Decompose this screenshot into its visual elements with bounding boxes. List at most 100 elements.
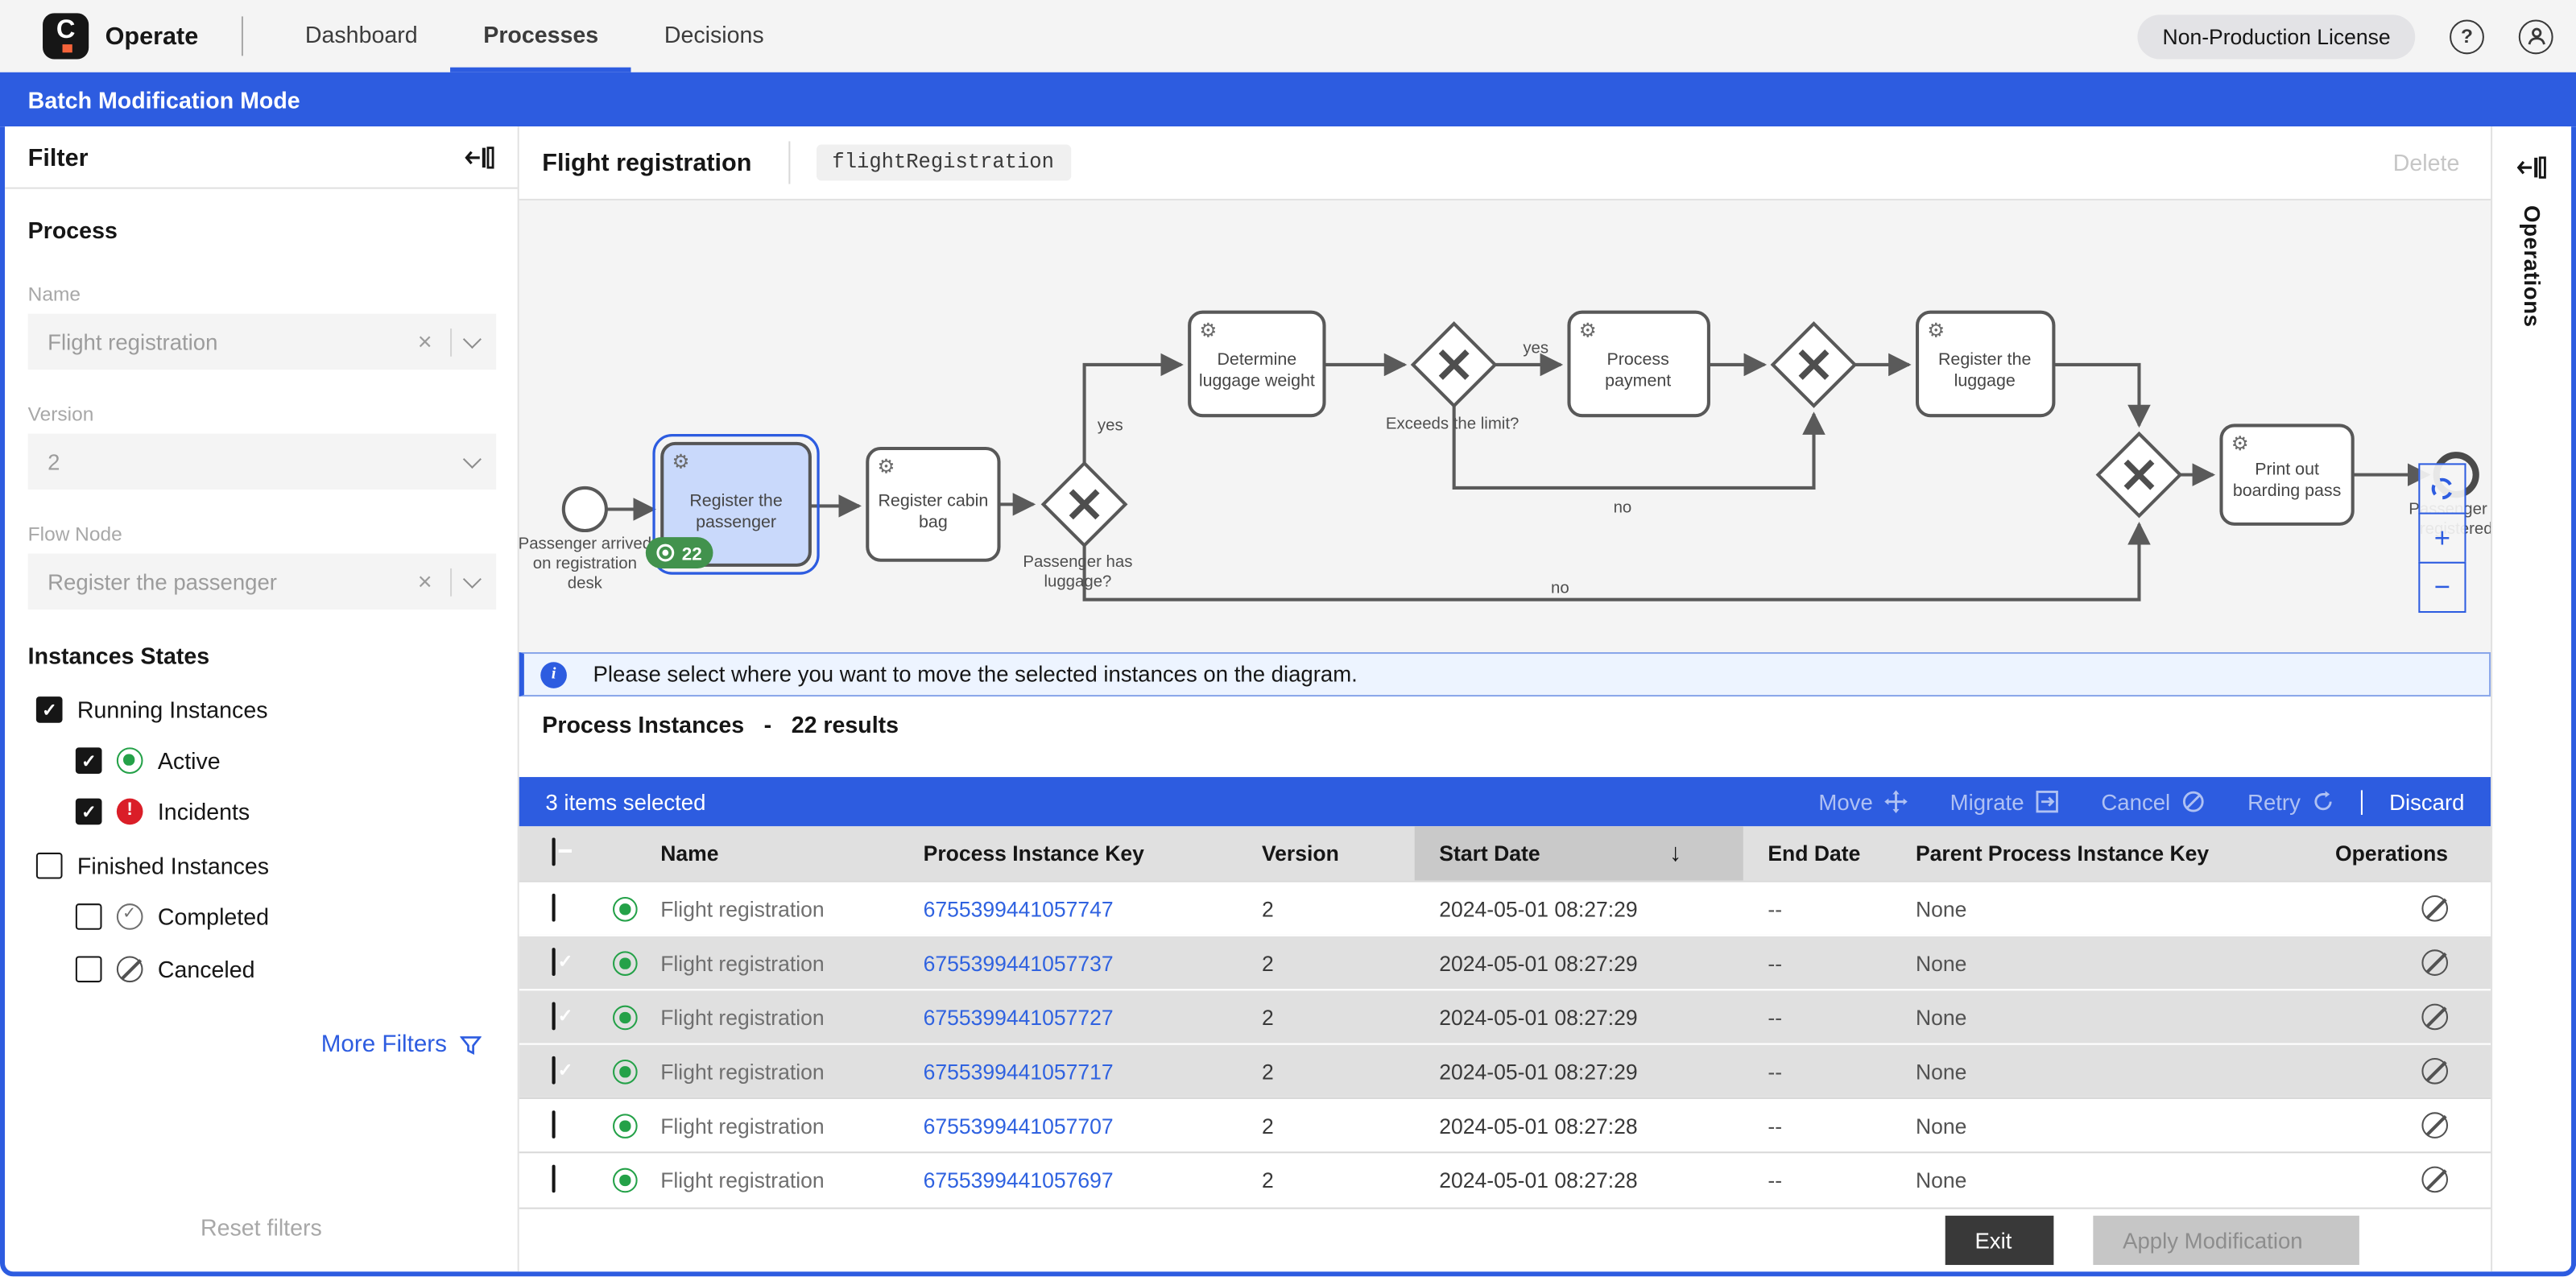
svg-text:boarding pass: boarding pass [2233, 481, 2341, 500]
svg-text:Register the: Register the [1938, 349, 2031, 369]
svg-text:payment: payment [1605, 370, 1671, 390]
clear-flow-node-icon[interactable]: × [417, 567, 432, 596]
active-row: Active [75, 744, 221, 777]
row-checkbox[interactable] [552, 948, 556, 976]
move-icon [1884, 790, 1908, 813]
bpmn-task-register-the-passenger[interactable]: ⚙ Register the passenger 22 [645, 434, 820, 575]
bpmn-gateway-merge-payment[interactable] [1770, 321, 1858, 408]
active-checkbox[interactable] [75, 747, 102, 774]
chevron-down-icon[interactable] [462, 569, 482, 589]
zoom-out-button[interactable]: − [2418, 561, 2466, 614]
sort-descending-icon[interactable]: ↓ [1668, 839, 1682, 868]
service-task-gear-icon: ⚙ [2231, 433, 2249, 455]
row-checkbox[interactable] [552, 893, 556, 922]
results-count: 22 results [791, 711, 899, 738]
process-instance-key-link[interactable]: 6755399441057727 [923, 1005, 1114, 1031]
completed-checkbox[interactable] [75, 903, 102, 930]
version-field-label: Version [27, 402, 94, 426]
user-icon[interactable] [2518, 19, 2553, 54]
select-all-checkbox[interactable] [552, 837, 556, 866]
incidents-checkbox[interactable] [75, 798, 102, 825]
reset-filters-button[interactable]: Reset filters [200, 1213, 322, 1241]
tab-decisions[interactable]: Decisions [664, 20, 764, 48]
bpmn-task-process-payment[interactable]: ⚙ Process payment [1567, 310, 1710, 418]
finished-instances-checkbox[interactable] [35, 852, 63, 879]
tab-dashboard[interactable]: Dashboard [304, 20, 418, 48]
move-action-button[interactable]: Move [1818, 789, 1908, 814]
operations-rail: Operations [2491, 126, 2572, 1272]
process-version-select[interactable]: 2 [27, 433, 497, 490]
service-task-gear-icon: ⚙ [1579, 320, 1597, 341]
help-icon[interactable]: ? [2450, 19, 2484, 54]
flow-label-yes: yes [1523, 340, 1548, 357]
process-instance-key-link[interactable]: 6755399441057747 [923, 897, 1114, 922]
column-parent-key: Parent Process Instance Key [1915, 841, 2210, 866]
discard-button[interactable]: Discard [2389, 789, 2465, 814]
flow-node-combobox[interactable]: Register the passenger × [27, 553, 497, 610]
bpmn-gateway-merge-final[interactable] [2095, 431, 2183, 519]
row-checkbox[interactable] [552, 1164, 556, 1193]
collapse-panel-icon[interactable] [465, 143, 494, 173]
chevron-down-icon[interactable] [462, 329, 482, 349]
instances-states-title: Instances States [27, 642, 210, 669]
process-instance-key-link[interactable]: 6755399441057717 [923, 1059, 1114, 1085]
clear-name-icon[interactable]: × [417, 328, 432, 356]
operation-ban-icon [2421, 1112, 2449, 1139]
bpmn-gateway-passenger-has-luggage[interactable]: Passenger has luggage? [1023, 461, 1132, 590]
bpmn-task-register-cabin-bag[interactable]: ⚙ Register cabin bag [866, 446, 1001, 562]
exit-button[interactable]: Exit [1945, 1215, 2054, 1266]
chevron-down-icon[interactable] [462, 449, 482, 469]
process-instances-heading: Process Instances - 22 results [542, 711, 899, 738]
operations-rail-label[interactable]: Operations [2519, 205, 2545, 328]
expand-panel-icon[interactable] [2516, 153, 2547, 183]
bpmn-task-register-the-luggage[interactable]: ⚙ Register the luggage [1915, 310, 2056, 418]
incidents-row: Incidents [75, 796, 250, 829]
tab-processes[interactable]: Processes [450, 0, 632, 72]
cancel-action-button[interactable]: Cancel [2101, 789, 2205, 814]
retry-action-button[interactable]: Retry [2247, 789, 2335, 814]
process-name-combobox[interactable]: Flight registration × [27, 313, 497, 370]
active-state-icon [613, 1005, 638, 1031]
svg-text:luggage: luggage [1954, 370, 2016, 390]
reset-viewport-button[interactable] [2418, 463, 2466, 515]
process-instances-table: Name Process Instance Key Version Start … [519, 826, 2491, 1206]
incident-state-icon [116, 798, 143, 825]
active-state-icon [613, 897, 638, 922]
selected-count: 3 items selected [545, 789, 706, 814]
process-instance-key-link[interactable]: 6755399441057707 [923, 1114, 1114, 1139]
svg-text:desk: desk [568, 574, 603, 592]
column-start-date[interactable]: Start Date [1439, 841, 1540, 866]
process-instance-key-link[interactable]: 6755399441057737 [923, 951, 1114, 976]
svg-text:bag: bag [919, 512, 948, 531]
table-header-row: Name Process Instance Key Version Start … [519, 826, 2491, 881]
apply-modification-button[interactable]: Apply Modification [2093, 1215, 2359, 1266]
table-row: Flight registration 6755399441057717 2 2… [519, 1043, 2491, 1097]
row-checkbox[interactable] [552, 1002, 556, 1031]
svg-text:luggage?: luggage? [1044, 572, 1111, 590]
operation-ban-icon [2421, 1166, 2449, 1193]
selection-toolbar: 3 items selected Move Migrate [519, 777, 2491, 827]
active-state-icon [116, 747, 143, 774]
bpmn-canvas[interactable]: yes yes no no Passenger arrived on regis… [519, 200, 2491, 652]
column-version: Version [1261, 841, 1339, 866]
crosshair-icon [2431, 477, 2454, 500]
row-checkbox[interactable] [552, 1110, 556, 1139]
zoom-in-button[interactable]: + [2418, 512, 2466, 564]
canceled-row: Canceled [75, 953, 255, 986]
name-field-label: Name [27, 282, 81, 306]
running-instances-checkbox[interactable] [35, 696, 63, 723]
process-instance-key-link[interactable]: 6755399441057697 [923, 1167, 1114, 1193]
svg-text:22: 22 [682, 544, 702, 564]
migrate-icon [2036, 790, 2058, 813]
more-filters-link[interactable]: More Filters [321, 1031, 482, 1058]
bpmn-task-determine-luggage-weight[interactable]: ⚙ Determine luggage weight [1188, 310, 1326, 418]
delete-button[interactable]: Delete [2392, 149, 2460, 176]
canceled-checkbox[interactable] [75, 956, 102, 983]
bpmn-gateway-exceeds-the-limit[interactable]: Exceeds the limit? [1386, 321, 1519, 433]
migrate-action-button[interactable]: Migrate [1950, 789, 2059, 814]
row-checkbox[interactable] [552, 1056, 556, 1085]
process-id-badge: flightRegistration [816, 144, 1071, 181]
bpmn-start-event[interactable]: Passenger arrived on registration desk [519, 486, 651, 592]
svg-text:Register the: Register the [689, 490, 782, 510]
bpmn-task-print-boarding-pass[interactable]: ⚙ Print out boarding pass [2219, 424, 2355, 526]
